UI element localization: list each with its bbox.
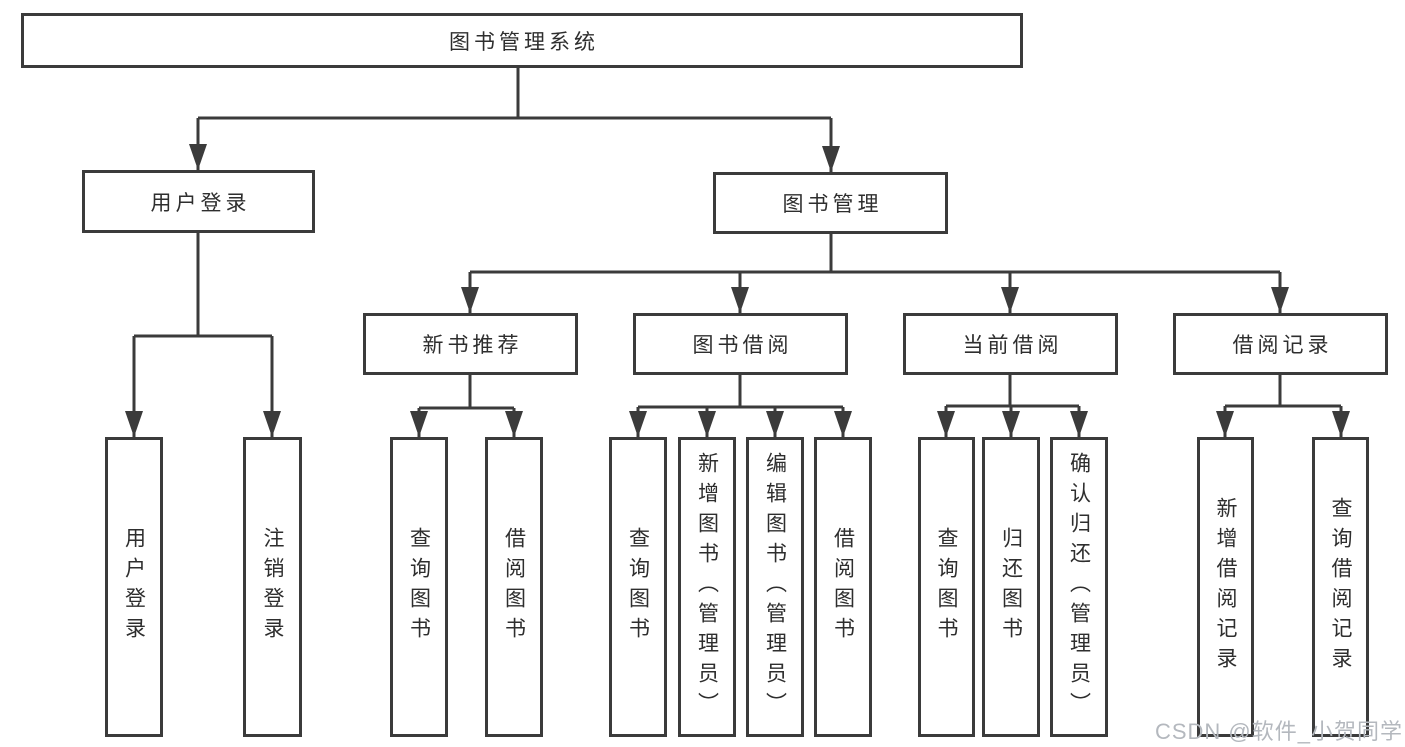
leaf-query-books-3: 查询图书 [918,437,975,737]
node-user-login-branch: 用户登录 [82,170,315,233]
connector-book-borrow [636,375,845,437]
leaf-borrow-books-1: 借阅图书 [485,437,543,737]
connector-user-login [132,233,274,437]
leaf-borrow-books-2: 借阅图书 [814,437,872,737]
leaf-confirm-return-admin: 确认归还（管理员） [1050,437,1108,737]
node-user-login-branch-label: 用户登录 [150,191,251,215]
leaf-return-books-label: 归还图书 [999,527,1023,647]
node-book-management: 图书管理 [713,172,948,234]
leaf-query-books-2-label: 查询图书 [626,527,650,647]
leaf-user-login-label: 用户登录 [122,527,146,647]
node-new-book-recommend-label: 新书推荐 [422,334,523,357]
watermark: CSDN @软件_小贺同学 [1154,719,1403,744]
arrowheads [125,144,1350,437]
leaf-user-login: 用户登录 [105,437,163,737]
node-current-borrow-label: 当前借阅 [962,334,1063,357]
leaf-confirm-return-admin-label: 确认归还（管理员） [1067,452,1091,722]
node-borrow-record: 借阅记录 [1173,313,1388,375]
leaf-query-books-1: 查询图书 [390,437,448,737]
node-library-system: 图书管理系统 [21,13,1023,68]
leaf-query-books-1-label: 查询图书 [407,527,431,647]
node-new-book-recommend: 新书推荐 [363,313,578,375]
leaf-edit-book-admin-label: 编辑图书（管理员） [763,452,787,722]
leaf-add-borrow-record-label: 新增借阅记录 [1214,497,1237,677]
leaf-add-book-admin: 新增图书（管理员） [678,437,736,737]
connector-root [196,68,833,172]
leaf-borrow-books-2-label: 借阅图书 [831,527,855,647]
leaf-edit-book-admin: 编辑图书（管理员） [746,437,804,737]
node-library-system-label: 图书管理系统 [449,30,599,54]
leaf-logout: 注销登录 [243,437,302,737]
leaf-query-borrow-record: 查询借阅记录 [1312,437,1369,737]
node-current-borrow: 当前借阅 [903,313,1118,375]
node-book-borrow-label: 图书借阅 [692,334,793,357]
leaf-borrow-books-1-label: 借阅图书 [502,527,526,647]
leaf-logout-label: 注销登录 [261,527,284,647]
leaf-query-books-3-label: 查询图书 [935,527,958,647]
connector-new-book [417,375,516,437]
leaf-add-borrow-record: 新增借阅记录 [1197,437,1254,737]
leaf-return-books: 归还图书 [982,437,1040,737]
leaf-add-book-admin-label: 新增图书（管理员） [695,452,719,722]
node-book-management-label: 图书管理 [782,193,883,216]
node-book-borrow: 图书借阅 [633,313,848,375]
leaf-query-books-2: 查询图书 [609,437,667,737]
connector-borrow-record [1223,375,1343,437]
node-borrow-record-label: 借阅记录 [1232,334,1333,357]
connector-book-mgmt [468,234,1282,313]
leaf-query-borrow-record-label: 查询借阅记录 [1329,497,1352,677]
